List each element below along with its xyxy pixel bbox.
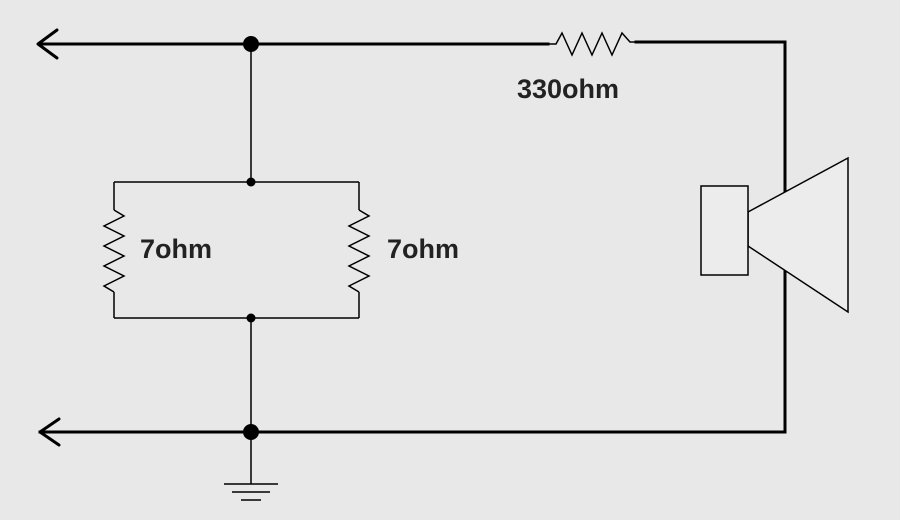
left-resistor xyxy=(102,209,126,293)
series-resistor xyxy=(548,31,636,57)
series-resistor-label: 330ohm xyxy=(517,74,619,104)
top-terminal-arrow-icon xyxy=(36,28,59,60)
ground-icon xyxy=(224,483,278,501)
top-rail xyxy=(38,40,787,46)
right-resistor xyxy=(347,209,371,293)
network-top-node xyxy=(246,177,256,187)
speaker-icon xyxy=(700,156,849,314)
right-resistor-label: 7ohm xyxy=(387,234,459,264)
top-junction-node xyxy=(243,36,259,52)
bottom-junction-node xyxy=(243,424,259,440)
bottom-terminal-arrow-icon xyxy=(38,417,61,447)
left-resistor-label: 7ohm xyxy=(140,234,212,264)
network-bottom-node xyxy=(246,313,256,323)
parallel-network xyxy=(113,181,360,319)
